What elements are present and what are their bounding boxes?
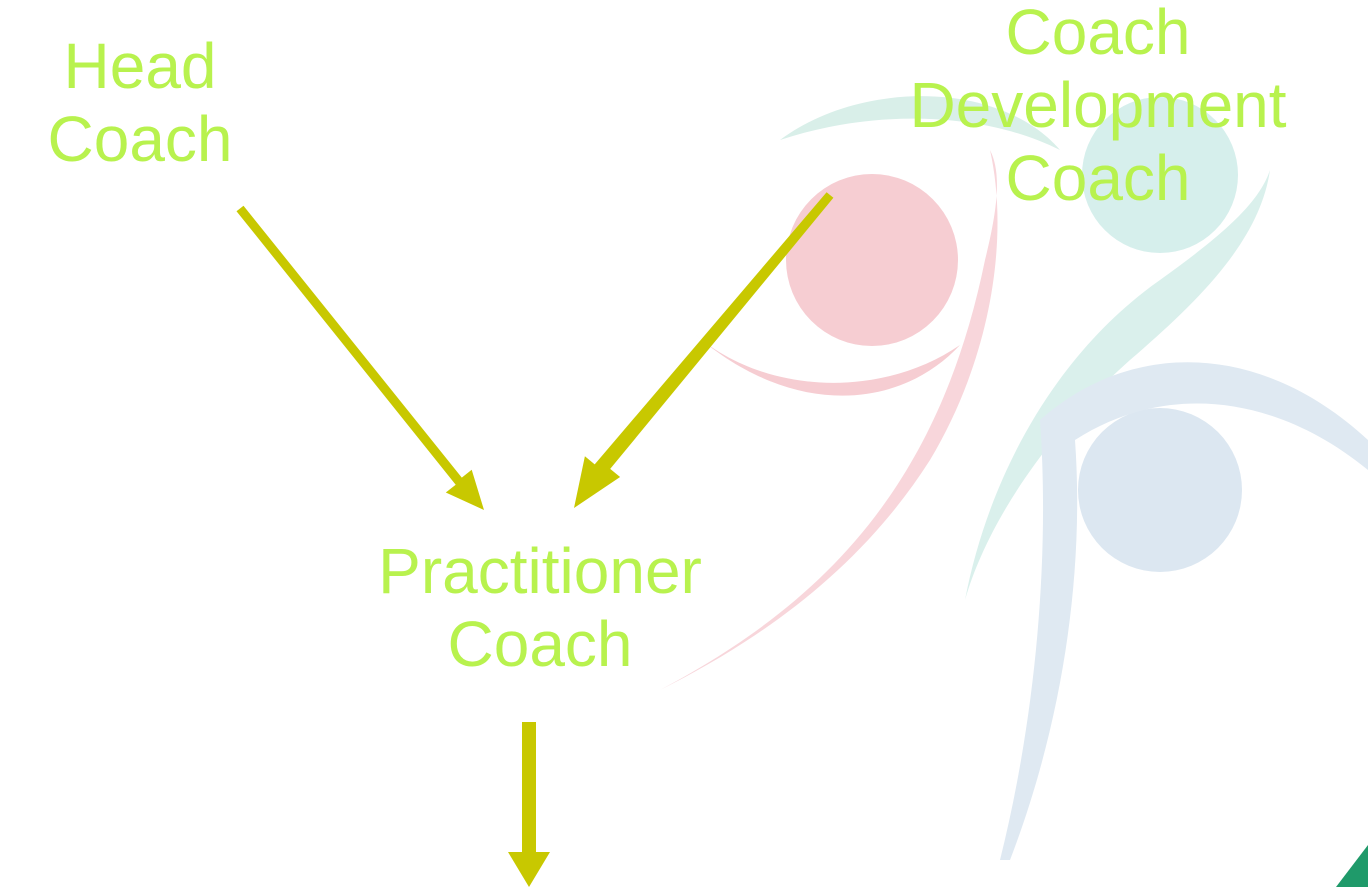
watermark-teal-head (1082, 97, 1238, 253)
node-cdc-line3: Coach (1005, 141, 1191, 214)
watermark-blue-swoosh (1000, 362, 1368, 860)
watermark-corner-accent (1336, 845, 1368, 887)
node-cdc-line1: Coach (1005, 0, 1191, 68)
node-head-coach: Head Coach (0, 30, 280, 176)
node-coach-development-coach: Coach Development Coach (838, 0, 1358, 215)
node-practitioner-line1: Practitioner (378, 535, 702, 607)
arrow-practitioner-down (508, 722, 550, 887)
watermark-red-head (786, 174, 958, 346)
node-practitioner-coach: Practitioner Coach (330, 535, 750, 681)
node-head-coach-line1: Head (63, 30, 217, 102)
watermark-red-arm (690, 330, 960, 396)
arrow-cdc-to-practitioner (574, 192, 834, 508)
arrow-head-to-practitioner (236, 205, 484, 511)
node-head-coach-line2: Coach (47, 102, 233, 175)
node-cdc-line2: Development (909, 68, 1287, 141)
watermark-teal-swoosh (965, 170, 1270, 600)
watermark-blue-head (1078, 408, 1242, 572)
node-practitioner-line2: Coach (447, 607, 633, 680)
watermark-red-top-arc (780, 96, 1060, 150)
